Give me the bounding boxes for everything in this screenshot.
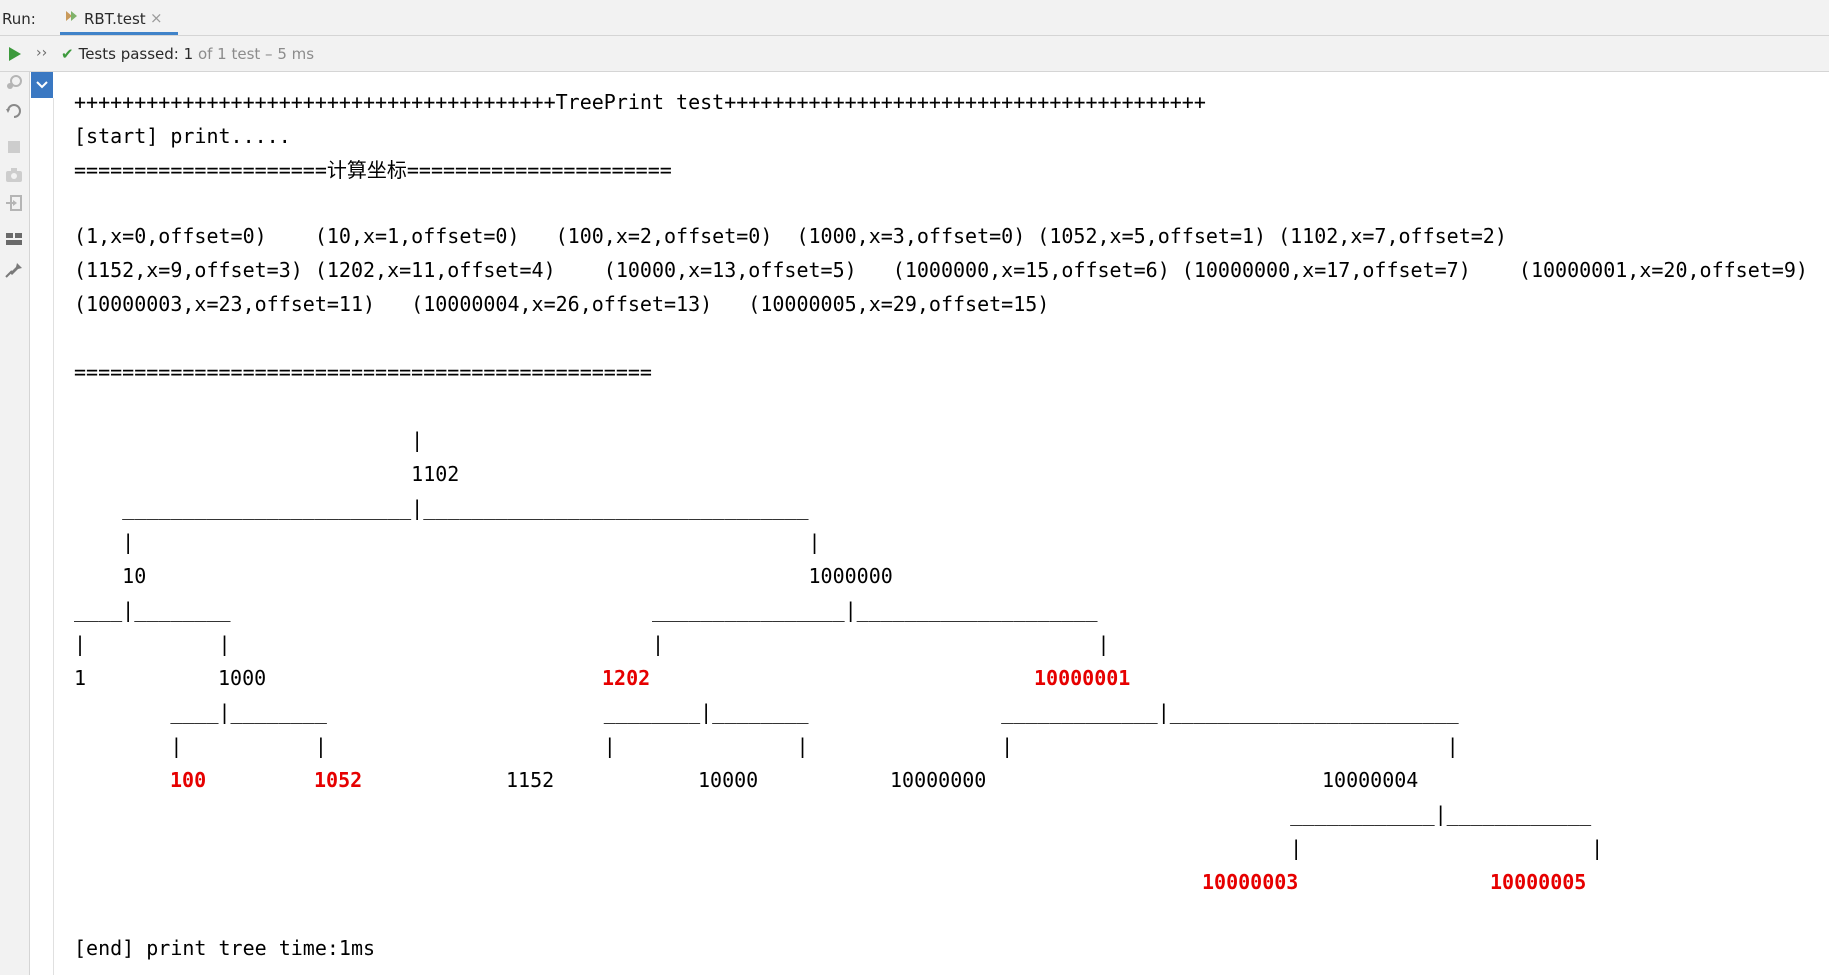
tree-node-row: 10 1000000: [74, 564, 893, 588]
tree-node-100: 100: [170, 768, 207, 792]
tree-line: |: [74, 428, 424, 452]
console-header-line: ++++++++++++++++++++++++++++++++++++++++…: [74, 90, 1206, 114]
coord-line: (1,x=0,offset=0) (10,x=1,offset=0) (100,…: [74, 224, 1507, 248]
test-status-bar: ›› ✔Tests passed: 1 of 1 test – 5 ms: [0, 36, 1829, 72]
tree-node-10000001: 10000001: [1034, 666, 1131, 690]
coord-line: (1152,x=9,offset=3) (1202,x=11,offset=4)…: [74, 258, 1808, 282]
tree-line: | | | |: [74, 632, 1110, 656]
test-tree-panel: [31, 98, 54, 975]
calc-heading-suffix: ======================: [406, 158, 672, 182]
tree-line: | |: [74, 836, 1604, 860]
test-config-icon: [63, 8, 79, 28]
tree-line: ____________|____________: [74, 802, 1592, 826]
play-icon[interactable]: [4, 44, 26, 64]
tree-line: | |: [74, 530, 821, 554]
tree-node-1102: 1102: [74, 462, 460, 486]
calc-heading-prefix: =====================: [74, 158, 327, 182]
tree-node-1152: 1152: [506, 768, 555, 792]
tree-node-10000003: 10000003: [1202, 870, 1299, 894]
rerun-failed-icon[interactable]: [3, 72, 25, 94]
tree-node-1000: 1000: [218, 666, 267, 690]
tree-line: | | | | | |: [74, 734, 1459, 758]
tree-node-10000: 10000: [698, 768, 759, 792]
tree-node-10000004: 10000004: [1322, 768, 1419, 792]
console-end-line: [end] print tree time:1ms: [74, 936, 376, 960]
auto-test-icon[interactable]: [3, 100, 25, 122]
test-status: ✔Tests passed: 1 of 1 test – 5 ms: [61, 45, 314, 63]
console-calc-heading: =====================计算坐标===============…: [74, 153, 672, 187]
chevron-down-icon[interactable]: [31, 72, 53, 98]
coord-line: (10000003,x=23,offset=11) (10000004,x=26…: [74, 292, 1050, 316]
run-label: Run:: [2, 10, 36, 28]
tree-line: ____|________ ________|________ ________…: [74, 700, 1459, 724]
tree-node-1052: 1052: [314, 768, 363, 792]
tree-node-10000000: 10000000: [890, 768, 987, 792]
run-toolbar: Run: RBT.test ×: [0, 0, 1829, 36]
expand-icon[interactable]: ››: [36, 45, 48, 61]
tree-node-1: 1: [74, 666, 87, 690]
tree-node-1202: 1202: [602, 666, 651, 690]
calc-heading-title: 计算坐标: [326, 158, 407, 182]
tree-node-10000005: 10000005: [1490, 870, 1587, 894]
run-tool-strip: [0, 72, 30, 975]
check-icon: ✔: [61, 45, 74, 63]
stop-icon[interactable]: [3, 136, 25, 158]
layout-icon[interactable]: [3, 228, 25, 250]
pin-icon[interactable]: [3, 258, 25, 280]
console-start-line: [start] print.....: [74, 124, 291, 148]
close-icon[interactable]: ×: [150, 9, 163, 27]
tests-passed-label: Tests passed: 1: [78, 45, 194, 63]
console-separator: ========================================…: [74, 360, 652, 384]
tab-label: RBT.test: [84, 10, 146, 28]
camera-icon[interactable]: [3, 164, 25, 186]
tests-passed-detail: of 1 test – 5 ms: [193, 45, 315, 63]
import-icon[interactable]: [3, 192, 25, 214]
tree-line: ________________________|_______________…: [74, 496, 809, 520]
tab-rbt-test[interactable]: RBT.test ×: [60, 0, 178, 35]
console-output: ++++++++++++++++++++++++++++++++++++++++…: [74, 85, 1829, 975]
tree-line: ____|________ ________________|_________…: [74, 598, 1098, 622]
